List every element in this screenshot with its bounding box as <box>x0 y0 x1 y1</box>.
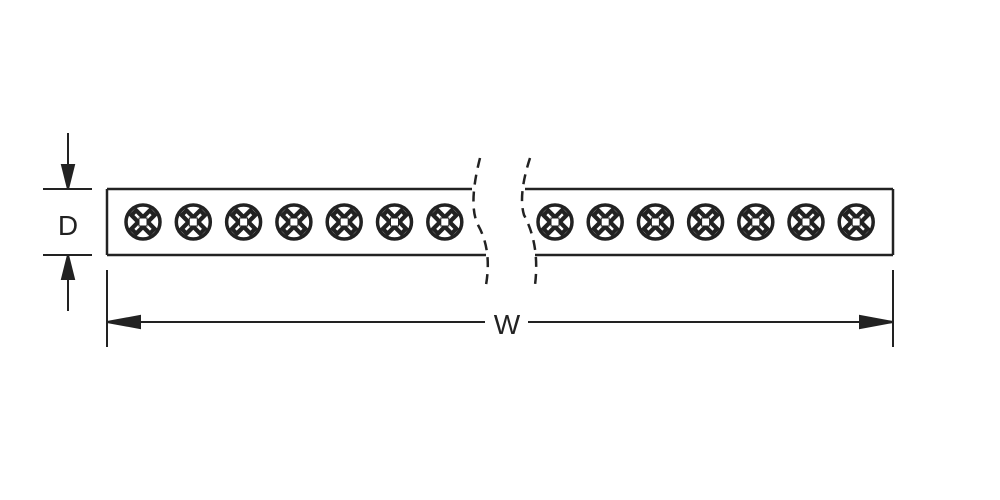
led-chip-icon <box>321 199 368 245</box>
led-chip-icon <box>582 199 629 245</box>
led-chip-icon <box>632 199 679 245</box>
arrow-up-icon <box>60 254 76 280</box>
led-chip-icon <box>532 199 578 245</box>
depth-label: D <box>58 210 78 241</box>
led-chip-icon <box>682 199 729 245</box>
arrow-left-icon <box>106 314 141 330</box>
width-label: W <box>494 309 521 340</box>
led-chip-icon <box>120 199 166 245</box>
led-chip-icon <box>783 199 829 245</box>
led-chip-icon <box>270 199 317 245</box>
width-dimension <box>106 270 894 347</box>
strip-body <box>105 187 895 257</box>
led-chip-icon <box>732 199 779 245</box>
led-chip-icon <box>371 199 418 245</box>
arrow-down-icon <box>60 164 76 190</box>
led-chip-icon <box>170 199 217 245</box>
led-row <box>120 199 880 245</box>
led-chip-icon <box>220 199 267 245</box>
led-chip-icon <box>421 199 468 245</box>
depth-dimension <box>43 133 92 311</box>
arrow-right-icon <box>859 314 894 330</box>
led-chip-icon <box>833 199 880 245</box>
break-lines <box>472 157 538 286</box>
